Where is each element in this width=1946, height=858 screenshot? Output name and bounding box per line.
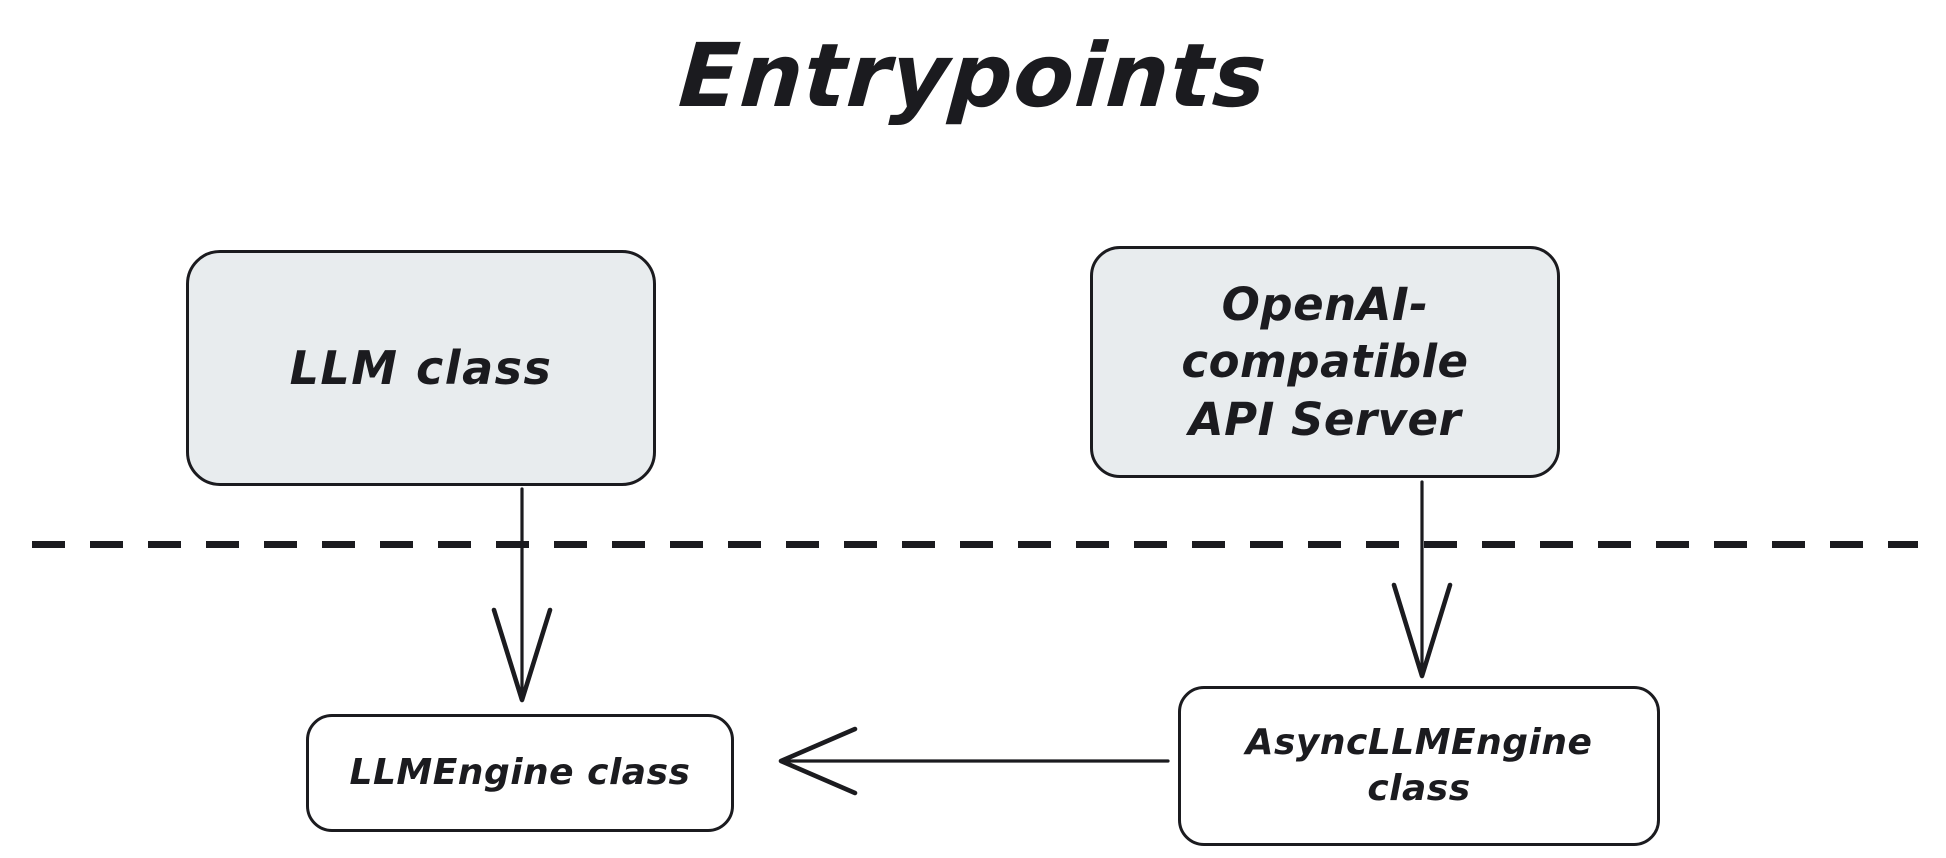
layer-separator-dashed-line (32, 541, 1918, 548)
edge-async-llmengine-to-llmengine (778, 726, 1170, 796)
node-openai-compatible-api-server[interactable]: OpenAI-compatible API Server (1090, 246, 1560, 478)
edge-api-server-to-async-llmengine (1391, 480, 1453, 679)
edge-llm-to-llmengine (491, 487, 553, 703)
page-title: Entrypoints (675, 24, 1271, 127)
node-llm-class[interactable]: LLM class (186, 250, 656, 486)
node-async-llmengine-class[interactable]: AsyncLLMEngine class (1178, 686, 1660, 846)
node-llmengine-class[interactable]: LLMEngine class (306, 714, 734, 832)
